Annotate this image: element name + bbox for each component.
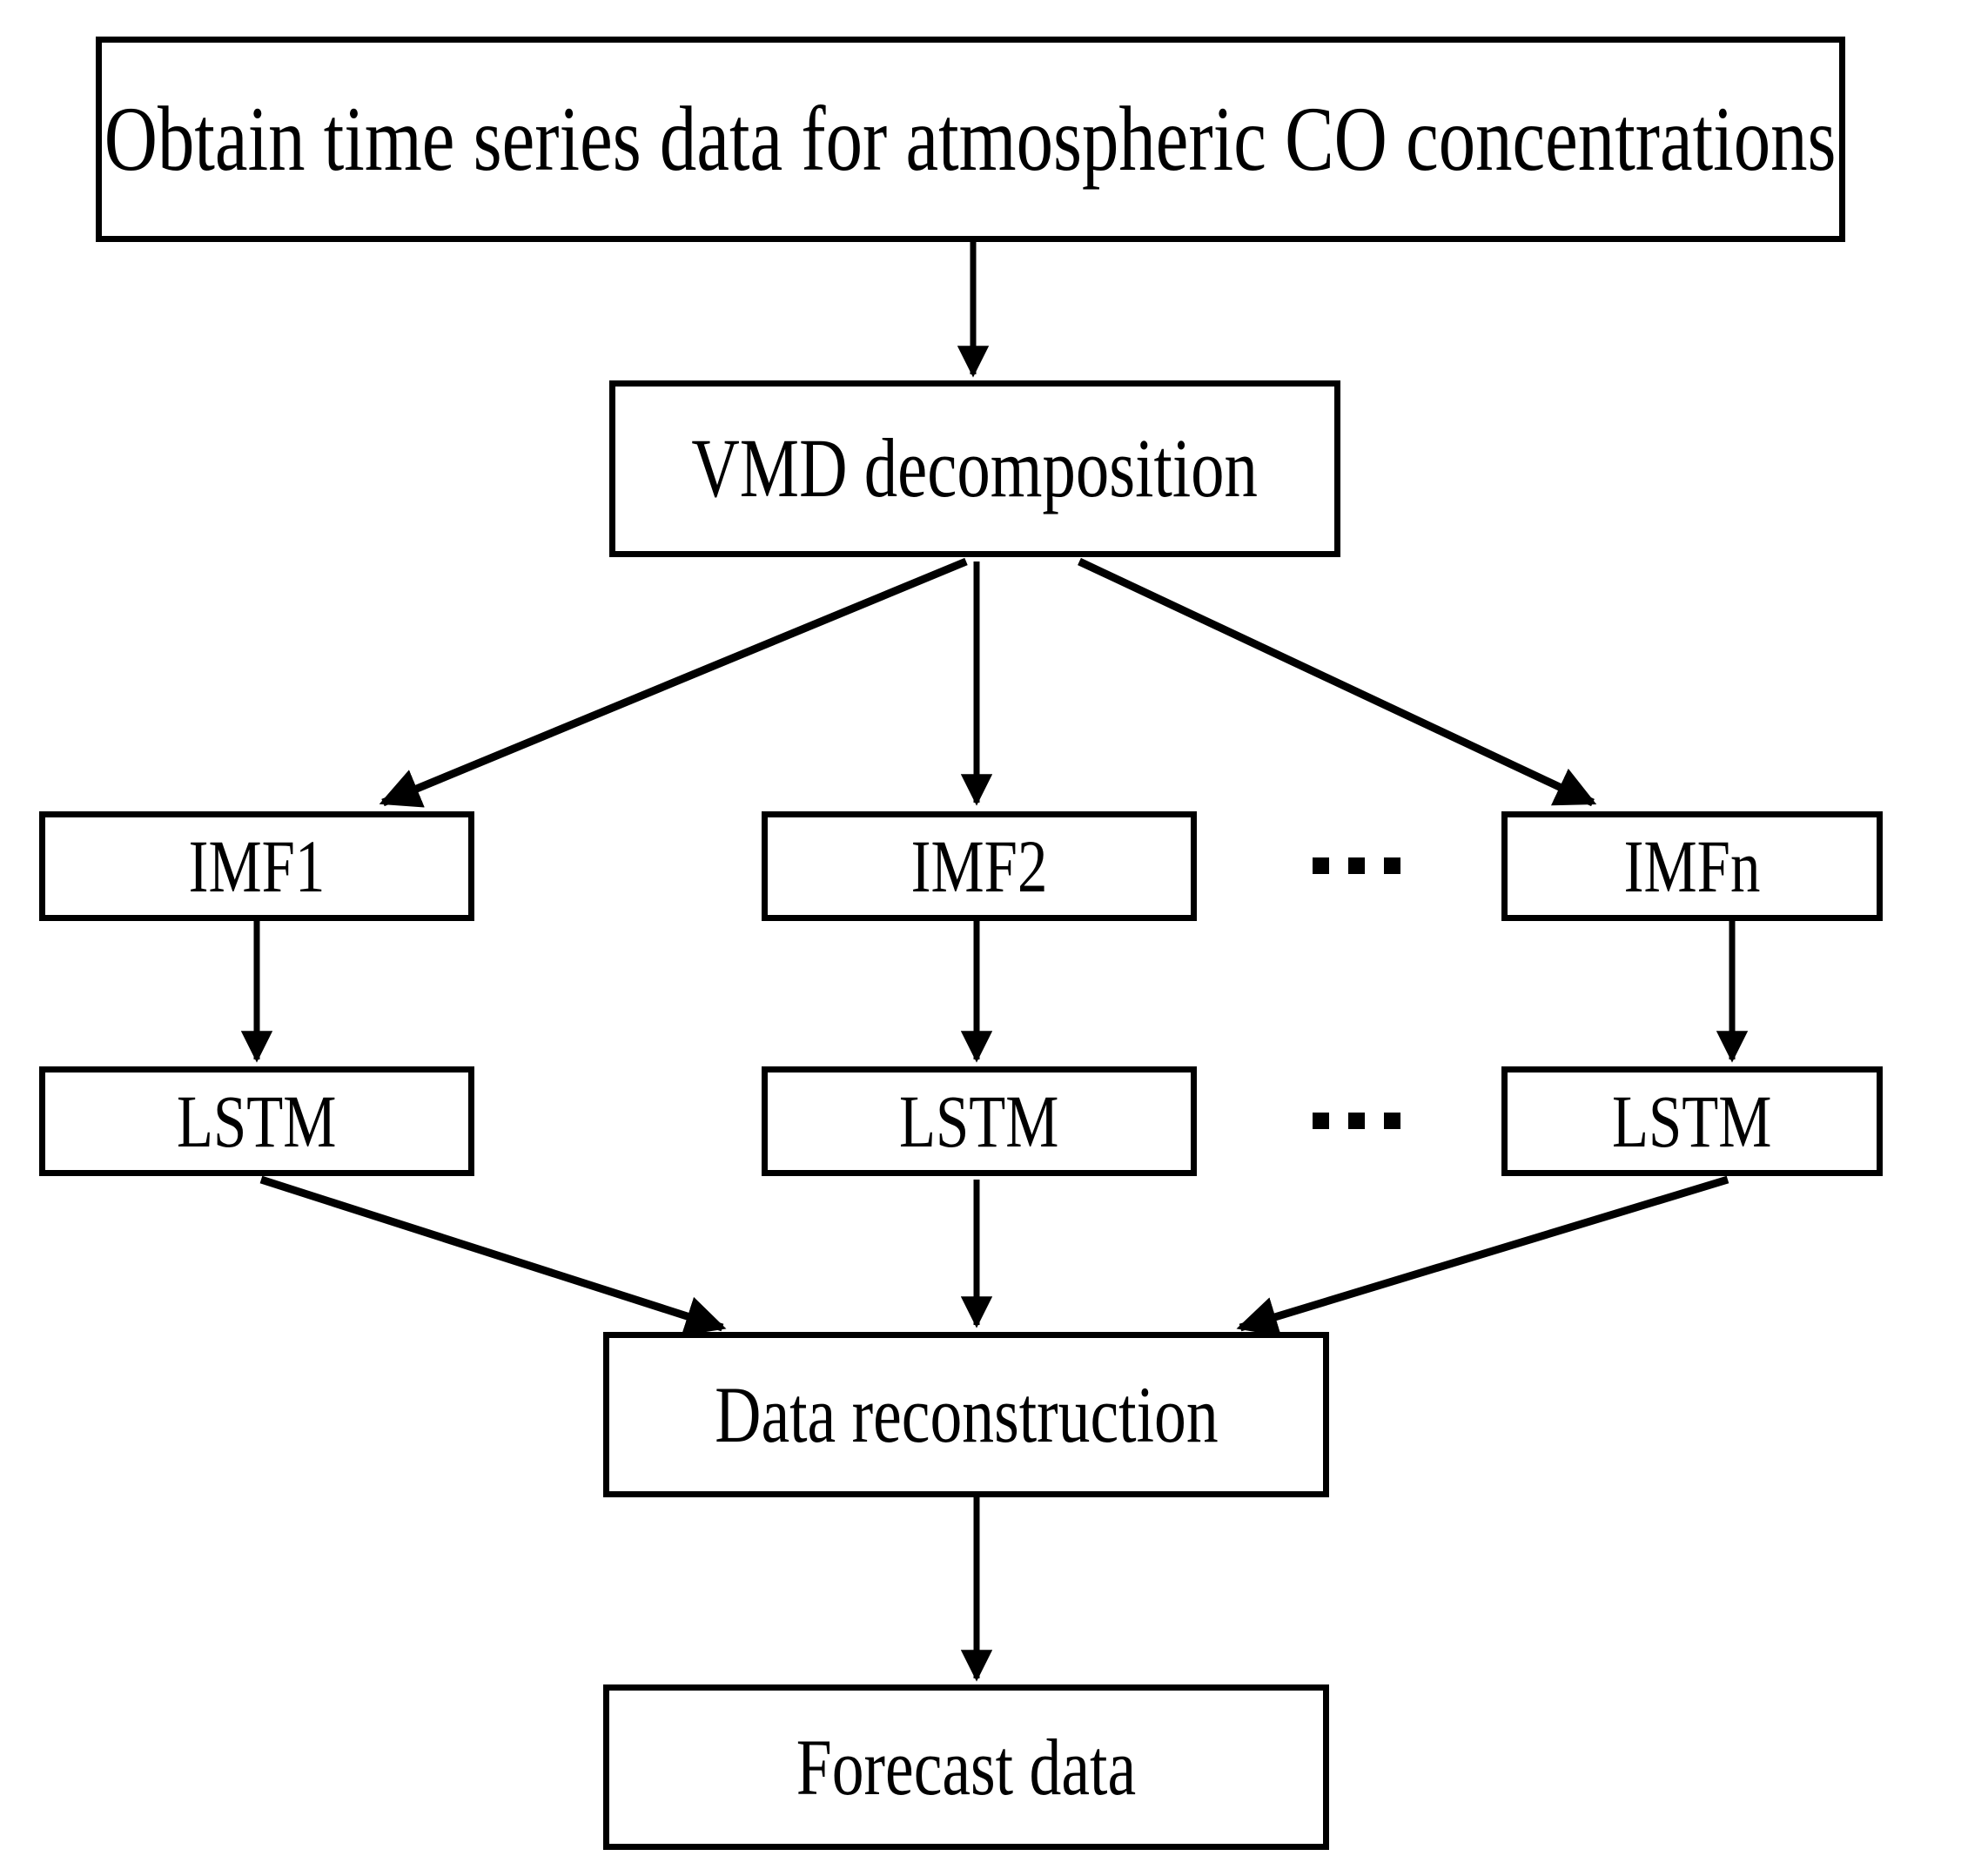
node-label-vmd: VMD decomposition	[691, 421, 1259, 515]
node-imfn[interactable]: IMFn	[1501, 811, 1883, 921]
node-imf2[interactable]: IMF2	[762, 811, 1197, 921]
ellipsis-dot	[1348, 857, 1365, 874]
node-lstm-2[interactable]: LSTM	[762, 1066, 1197, 1176]
node-label-imf1: IMF1	[188, 824, 326, 908]
node-label-forecast: Forecast data	[796, 1722, 1137, 1812]
lstm-row-ellipsis	[1313, 1113, 1400, 1129]
node-label-recon: Data reconstruction	[714, 1369, 1219, 1459]
node-label-lstm-1: LSTM	[177, 1079, 337, 1163]
ellipsis-dot	[1384, 1113, 1400, 1129]
edge-vmd-to-imfn	[1078, 557, 1597, 807]
edge-vmd-to-imf1	[379, 557, 968, 808]
node-forecast-data[interactable]: Forecast data	[603, 1684, 1329, 1850]
node-obtain-time-series-data[interactable]: Obtain time series data for atmospheric …	[96, 37, 1845, 242]
ellipsis-dot	[1384, 857, 1400, 874]
node-imf1[interactable]: IMF1	[39, 811, 474, 921]
node-label-lstm-2: LSTM	[899, 1079, 1059, 1163]
node-label-imfn: IMFn	[1623, 824, 1761, 908]
node-label-lstm-n: LSTM	[1612, 1079, 1772, 1163]
ellipsis-dot	[1313, 857, 1329, 874]
node-vmd-decomposition[interactable]: VMD decomposition	[609, 380, 1340, 557]
node-label-source: Obtain time series data for atmospheric …	[104, 88, 1837, 191]
node-lstm-n[interactable]: LSTM	[1501, 1066, 1883, 1176]
node-label-imf2: IMF2	[910, 824, 1048, 908]
node-lstm-1[interactable]: LSTM	[39, 1066, 474, 1176]
edge-lstmn-to-recon	[1236, 1175, 1729, 1337]
edge-lstm1-to-recon	[259, 1175, 727, 1336]
node-data-reconstruction[interactable]: Data reconstruction	[603, 1332, 1329, 1497]
ellipsis-dot	[1348, 1113, 1365, 1129]
imf-row-ellipsis	[1313, 857, 1400, 874]
ellipsis-dot	[1313, 1113, 1329, 1129]
